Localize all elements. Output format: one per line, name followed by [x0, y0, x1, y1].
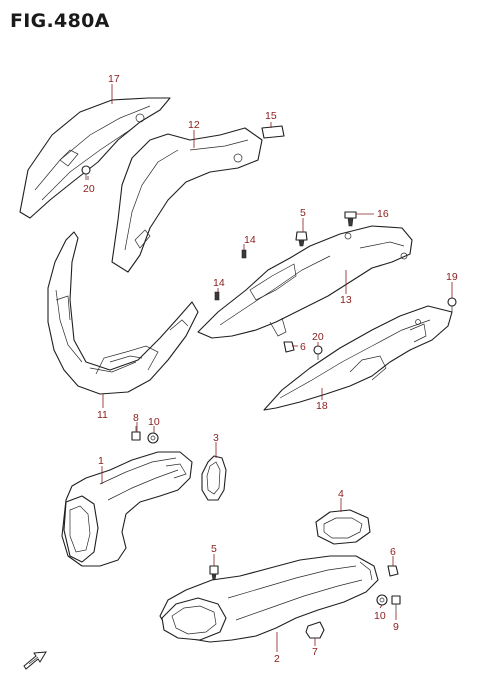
part-5-fastener-lower [209, 565, 219, 581]
part-8-bolt [131, 426, 141, 441]
part-7-grommet [305, 621, 325, 639]
callout-10-lower: 10 [374, 610, 386, 622]
part-14-clip-lower [214, 291, 220, 301]
leader-lines [87, 84, 453, 652]
callout-7: 7 [312, 646, 318, 658]
part-11-lower-cowl [47, 231, 199, 395]
callout-11: 11 [97, 409, 108, 421]
callout-numbers: 17 20 12 15 5 16 14 14 13 19 6 20 18 11 … [83, 73, 458, 665]
part-9-bolt [391, 595, 401, 612]
callout-6-lower: 6 [390, 546, 396, 558]
callout-3: 3 [213, 432, 219, 444]
callout-14-upper: 14 [244, 234, 256, 246]
part-19-screw [447, 297, 457, 312]
callout-17: 17 [108, 73, 120, 85]
callout-20-left: 20 [83, 183, 95, 195]
figure-title: FIG.480A [10, 10, 110, 32]
callout-4: 4 [338, 488, 344, 500]
part-6-nut-upper [283, 341, 295, 353]
part-10-washer-lower [376, 594, 388, 606]
callout-2: 2 [274, 653, 280, 665]
part-6-nut-lower [387, 565, 399, 577]
part-10-washer-upper [147, 432, 159, 444]
callout-9: 9 [393, 621, 399, 633]
callout-18: 18 [316, 400, 328, 412]
part-18-side-cover [263, 305, 453, 411]
part-2-air-duct-right [159, 555, 379, 643]
part-4-seal-ring-lower [315, 509, 371, 545]
part-17-side-cowl-upper [19, 97, 171, 219]
part-20-screw-left [81, 165, 91, 180]
callout-5-upper: 5 [300, 207, 306, 219]
callout-20-right: 20 [312, 331, 324, 343]
part-1-air-duct-left [61, 451, 193, 567]
part-15-label-plate [261, 125, 285, 139]
callout-1: 1 [98, 455, 104, 467]
callout-19: 19 [446, 271, 458, 283]
callout-8: 8 [133, 412, 139, 424]
callout-13: 13 [340, 294, 352, 306]
callout-12: 12 [188, 119, 200, 131]
part-13-side-panel [197, 225, 413, 339]
front-direction-arrow-icon [23, 651, 47, 670]
part-16-fastener [344, 211, 357, 227]
part-3-seal-ring [201, 455, 227, 501]
callout-16: 16 [377, 208, 389, 220]
part-14-clip-upper [241, 249, 247, 259]
part-12-inner-panel [111, 127, 263, 273]
part-5-fastener-upper [295, 231, 308, 247]
callout-6-upper: 6 [300, 341, 306, 353]
callout-10-upper: 10 [148, 416, 160, 428]
part-20-screw-right [313, 345, 323, 360]
callout-5-lower: 5 [211, 543, 217, 555]
callout-14-lower: 14 [213, 277, 225, 289]
callout-15: 15 [265, 110, 277, 122]
